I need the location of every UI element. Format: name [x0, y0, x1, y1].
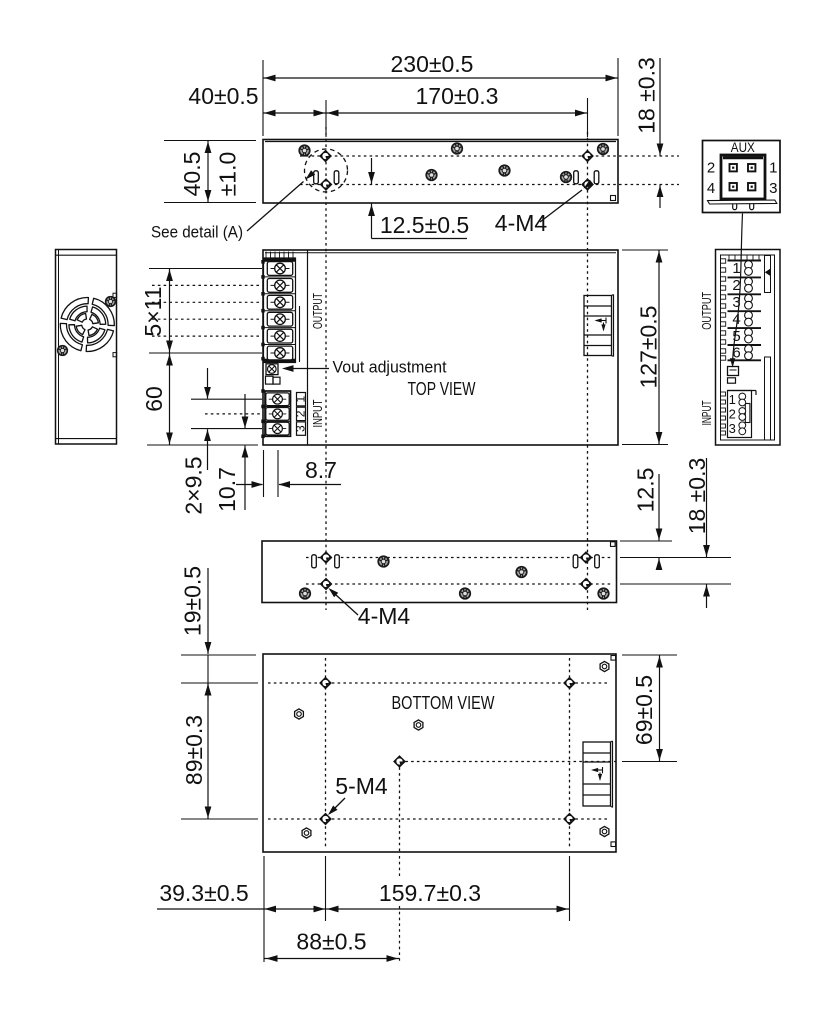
svg-text:18 ±0.3: 18 ±0.3 — [634, 57, 660, 134]
svg-text:INPUT: INPUT — [310, 399, 325, 427]
svg-text:2: 2 — [732, 277, 740, 294]
svg-text:3: 3 — [729, 421, 736, 436]
svg-text:BOTTOM VIEW: BOTTOM VIEW — [392, 693, 495, 713]
svg-text:5-M4: 5-M4 — [335, 773, 388, 799]
svg-text:2: 2 — [293, 410, 307, 417]
svg-text:5: 5 — [732, 328, 740, 345]
svg-text:40.5: 40.5 — [179, 152, 205, 197]
svg-text:1: 1 — [293, 396, 307, 403]
svg-text:See detail (A): See detail (A) — [151, 223, 243, 242]
svg-text:3: 3 — [732, 294, 740, 311]
svg-text:39.3±0.5: 39.3±0.5 — [159, 880, 248, 906]
svg-text:12.5±0.5: 12.5±0.5 — [380, 212, 469, 238]
svg-text:1: 1 — [729, 392, 736, 407]
svg-text:3: 3 — [769, 180, 777, 197]
svg-text:AUX: AUX — [731, 139, 756, 155]
svg-text:8.7: 8.7 — [305, 457, 337, 483]
svg-text:19±0.5: 19±0.5 — [180, 566, 206, 636]
svg-text:60: 60 — [141, 386, 167, 412]
svg-text:5×11: 5×11 — [140, 286, 166, 336]
svg-text:1: 1 — [769, 160, 777, 177]
svg-text:4: 4 — [732, 311, 740, 328]
svg-text:OUTPUT: OUTPUT — [310, 293, 325, 329]
svg-text:TOP VIEW: TOP VIEW — [408, 379, 476, 399]
svg-text:88±0.5: 88±0.5 — [296, 929, 366, 955]
svg-text:INPUT: INPUT — [700, 400, 714, 425]
svg-text:±1.0: ±1.0 — [215, 152, 241, 197]
svg-text:10.7: 10.7 — [214, 467, 240, 512]
svg-text:18 ±0.3: 18 ±0.3 — [684, 458, 710, 535]
svg-text:40±0.5: 40±0.5 — [188, 83, 258, 109]
svg-text:170±0.3: 170±0.3 — [416, 83, 499, 109]
svg-text:Vout adjustment: Vout adjustment — [333, 358, 447, 377]
svg-text:2×9.5: 2×9.5 — [181, 456, 207, 514]
svg-text:1: 1 — [732, 260, 740, 277]
svg-text:4: 4 — [707, 180, 715, 197]
svg-text:3: 3 — [293, 425, 307, 432]
svg-text:159.7±0.3: 159.7±0.3 — [379, 880, 481, 906]
svg-text:89±0.3: 89±0.3 — [181, 715, 207, 785]
svg-text:230±0.5: 230±0.5 — [391, 51, 474, 77]
svg-text:6: 6 — [732, 345, 740, 362]
svg-text:69±0.5: 69±0.5 — [631, 675, 657, 745]
svg-text:127±0.5: 127±0.5 — [636, 306, 662, 389]
svg-text:4-M4: 4-M4 — [358, 603, 411, 629]
svg-text:2: 2 — [729, 407, 736, 422]
svg-text:OUTPUT: OUTPUT — [699, 292, 714, 330]
svg-text:4-M4: 4-M4 — [495, 210, 548, 236]
svg-text:12.5: 12.5 — [633, 468, 659, 513]
svg-text:2: 2 — [707, 160, 715, 177]
